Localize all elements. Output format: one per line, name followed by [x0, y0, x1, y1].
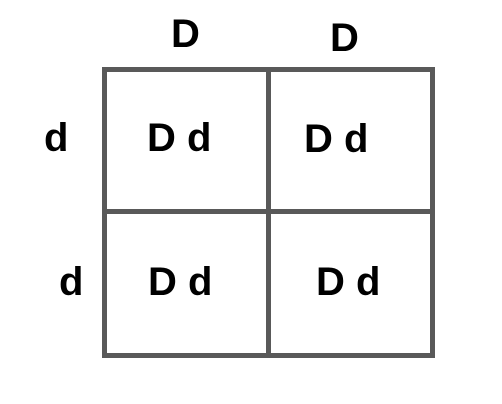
cell-r2-c1: D d — [148, 260, 213, 304]
top-allele-1: D — [171, 12, 200, 56]
left-allele-1: d — [44, 116, 69, 160]
top-allele-2: D — [330, 16, 359, 60]
grid-horizontal-divider — [102, 209, 435, 214]
cell-r2-c2: D d — [316, 260, 381, 304]
cell-r1-c1: D d — [147, 116, 212, 160]
cell-r1-c2: D d — [304, 117, 369, 161]
left-allele-2: d — [59, 260, 84, 304]
